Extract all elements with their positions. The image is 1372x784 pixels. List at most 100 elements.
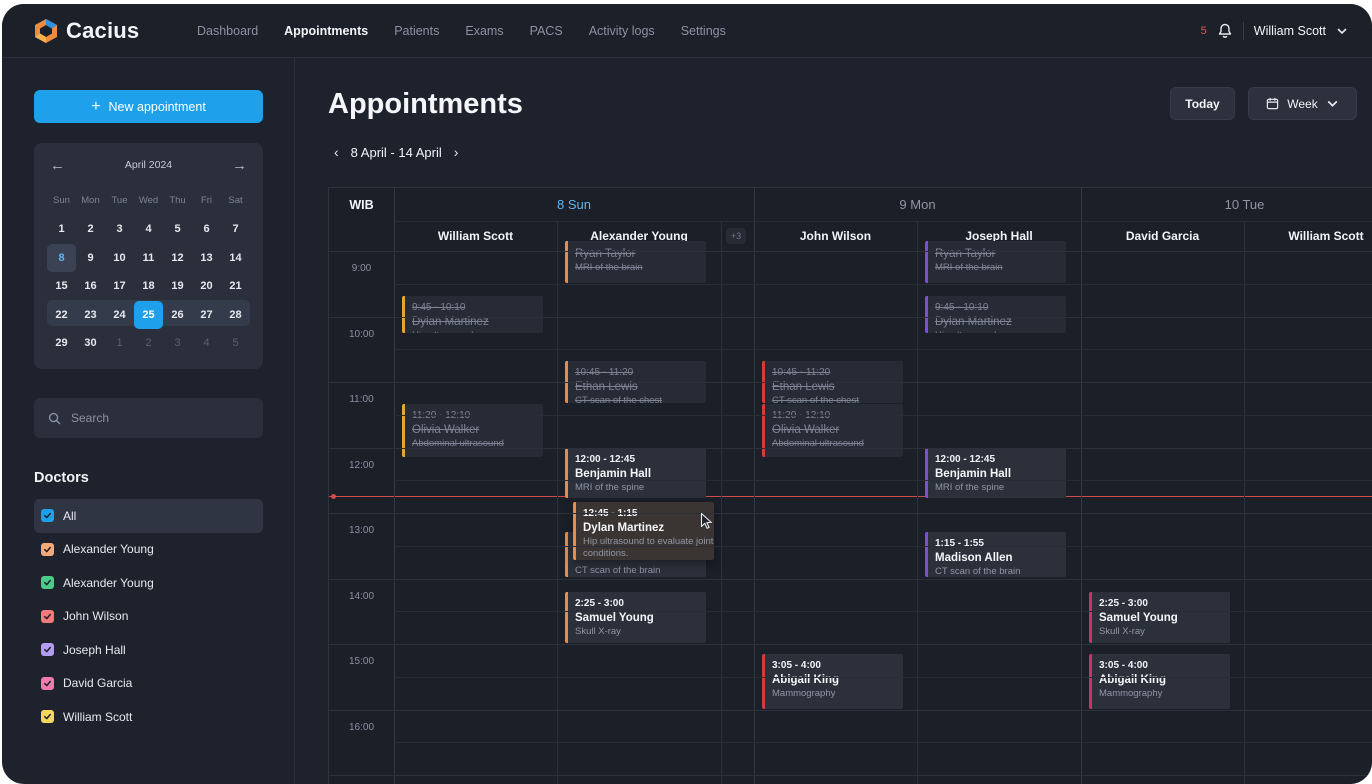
arrow-left-icon[interactable]: ← xyxy=(50,157,65,174)
appointment-color-bar xyxy=(565,592,568,643)
calendar-day[interactable]: 6 xyxy=(203,223,210,236)
doctor-filter-item[interactable]: All xyxy=(34,499,263,533)
calendar-day[interactable]: 3 xyxy=(116,223,123,236)
calendar-day[interactable]: 17 xyxy=(113,280,126,293)
calendar-day[interactable]: 10 xyxy=(113,251,126,264)
weekday-header: Sun Mon Tue Wed Thu Fri Sat xyxy=(47,195,250,206)
checkbox-checked-icon[interactable] xyxy=(41,542,54,556)
checkbox-checked-icon[interactable] xyxy=(41,710,54,724)
calendar-day[interactable]: 9 xyxy=(87,251,94,264)
calendar-day[interactable]: 14 xyxy=(229,251,242,264)
calendar-day[interactable]: 24 xyxy=(113,308,126,321)
search-input[interactable]: Search xyxy=(71,411,110,425)
doctor-filter-item[interactable]: William Scott xyxy=(34,700,263,734)
logo[interactable]: Cacius xyxy=(34,18,139,44)
calendar-day[interactable]: 12 xyxy=(171,251,184,264)
search-box[interactable]: Search xyxy=(34,398,263,438)
doctor-filter-item[interactable]: Alexander Young xyxy=(34,566,263,600)
more-doctors-badge[interactable]: +3 xyxy=(726,228,746,244)
calendar-day[interactable]: 5 xyxy=(232,337,239,350)
nav-pacs[interactable]: PACS xyxy=(529,24,563,38)
calendar-day[interactable]: 4 xyxy=(203,337,210,350)
day-header-tue[interactable]: 10 Tue xyxy=(1224,197,1265,212)
nav-exams[interactable]: Exams xyxy=(465,24,504,38)
doctor-filter-item[interactable]: David Garcia xyxy=(34,667,263,701)
chevron-right-icon[interactable]: › xyxy=(453,144,459,160)
calendar-day[interactable]: 5 xyxy=(174,223,181,236)
user-area: 5 William Scott xyxy=(1201,4,1348,58)
calendar-day[interactable]: 23 xyxy=(84,308,97,321)
current-time-dot xyxy=(331,494,336,499)
arrow-right-icon[interactable]: → xyxy=(232,157,247,174)
checkbox-checked-icon[interactable] xyxy=(41,609,54,623)
chevron-down-icon[interactable] xyxy=(1336,25,1348,37)
calendar-day[interactable]: 8 xyxy=(47,243,76,272)
calendar-day[interactable]: 27 xyxy=(200,308,213,321)
nav-settings[interactable]: Settings xyxy=(680,24,726,38)
time-label: 9:00 xyxy=(351,263,372,274)
calendar-day[interactable]: 19 xyxy=(171,280,184,293)
calendar-day[interactable]: 26 xyxy=(171,308,184,321)
bell-icon[interactable] xyxy=(1217,23,1233,39)
calendar-day[interactable]: 20 xyxy=(200,280,213,293)
appointment-description: Abdominal ultrasound xyxy=(772,438,864,449)
calendar-day[interactable]: 11 xyxy=(142,251,155,264)
calendar-day[interactable]: 15 xyxy=(55,280,68,293)
user-name[interactable]: William Scott xyxy=(1253,24,1326,38)
calendar-day[interactable]: 3 xyxy=(174,337,181,350)
chevron-left-icon[interactable]: ‹ xyxy=(334,144,339,160)
doctors-heading: Doctors xyxy=(34,470,89,486)
calendar-day[interactable]: 28 xyxy=(229,308,242,321)
calendar-day[interactable]: 4 xyxy=(145,223,152,236)
nav-patients[interactable]: Patients xyxy=(394,24,440,38)
nav-appointments[interactable]: Appointments xyxy=(284,24,369,38)
calendar-day[interactable]: 2 xyxy=(87,223,94,236)
day-header-mon[interactable]: 9 Mon xyxy=(899,197,936,212)
appointment-description: Hip ultrasound xyxy=(935,330,1066,333)
nav-activity-logs[interactable]: Activity logs xyxy=(588,24,655,38)
appointment-time: 12:00 - 12:45 xyxy=(935,454,996,465)
nav-dashboard[interactable]: Dashboard xyxy=(197,24,259,38)
checkbox-checked-icon[interactable] xyxy=(41,576,54,590)
time-label: 15:00 xyxy=(348,656,375,667)
grid-divider xyxy=(329,316,1372,318)
calendar-day[interactable]: 22 xyxy=(55,308,68,321)
calendar-day[interactable]: 21 xyxy=(229,280,242,293)
checkbox-checked-icon[interactable] xyxy=(41,643,54,657)
doctor-filter-item[interactable]: John Wilson xyxy=(34,600,263,634)
view-select-button[interactable]: Week xyxy=(1248,87,1357,120)
calendar-day[interactable]: 2 xyxy=(145,337,152,350)
grid-divider xyxy=(329,513,1372,514)
calendar-day[interactable]: 25 xyxy=(134,300,163,329)
calendar-day[interactable]: 30 xyxy=(84,337,97,350)
doctor-filter-item[interactable]: Joseph Hall xyxy=(34,633,263,667)
calendar-day[interactable]: 16 xyxy=(84,280,97,293)
doctor-filter-item[interactable]: Alexander Young xyxy=(34,533,263,567)
checkbox-checked-icon[interactable] xyxy=(41,509,54,523)
new-appointment-button[interactable]: + New appointment xyxy=(34,90,263,123)
checkbox-checked-icon[interactable] xyxy=(41,676,54,690)
calendar-day[interactable]: 7 xyxy=(232,223,239,236)
appointment-description: MRI of the spine xyxy=(575,482,645,493)
calendar-day[interactable]: 29 xyxy=(55,337,68,350)
today-button[interactable]: Today xyxy=(1170,87,1235,120)
calendar-day[interactable]: 18 xyxy=(142,280,155,293)
calendar-day[interactable]: 13 xyxy=(200,251,213,264)
calendar-day[interactable]: 1 xyxy=(58,223,65,236)
calendar-day[interactable]: 1 xyxy=(116,337,123,350)
day-header-sun[interactable]: 8 Sun xyxy=(557,197,591,212)
